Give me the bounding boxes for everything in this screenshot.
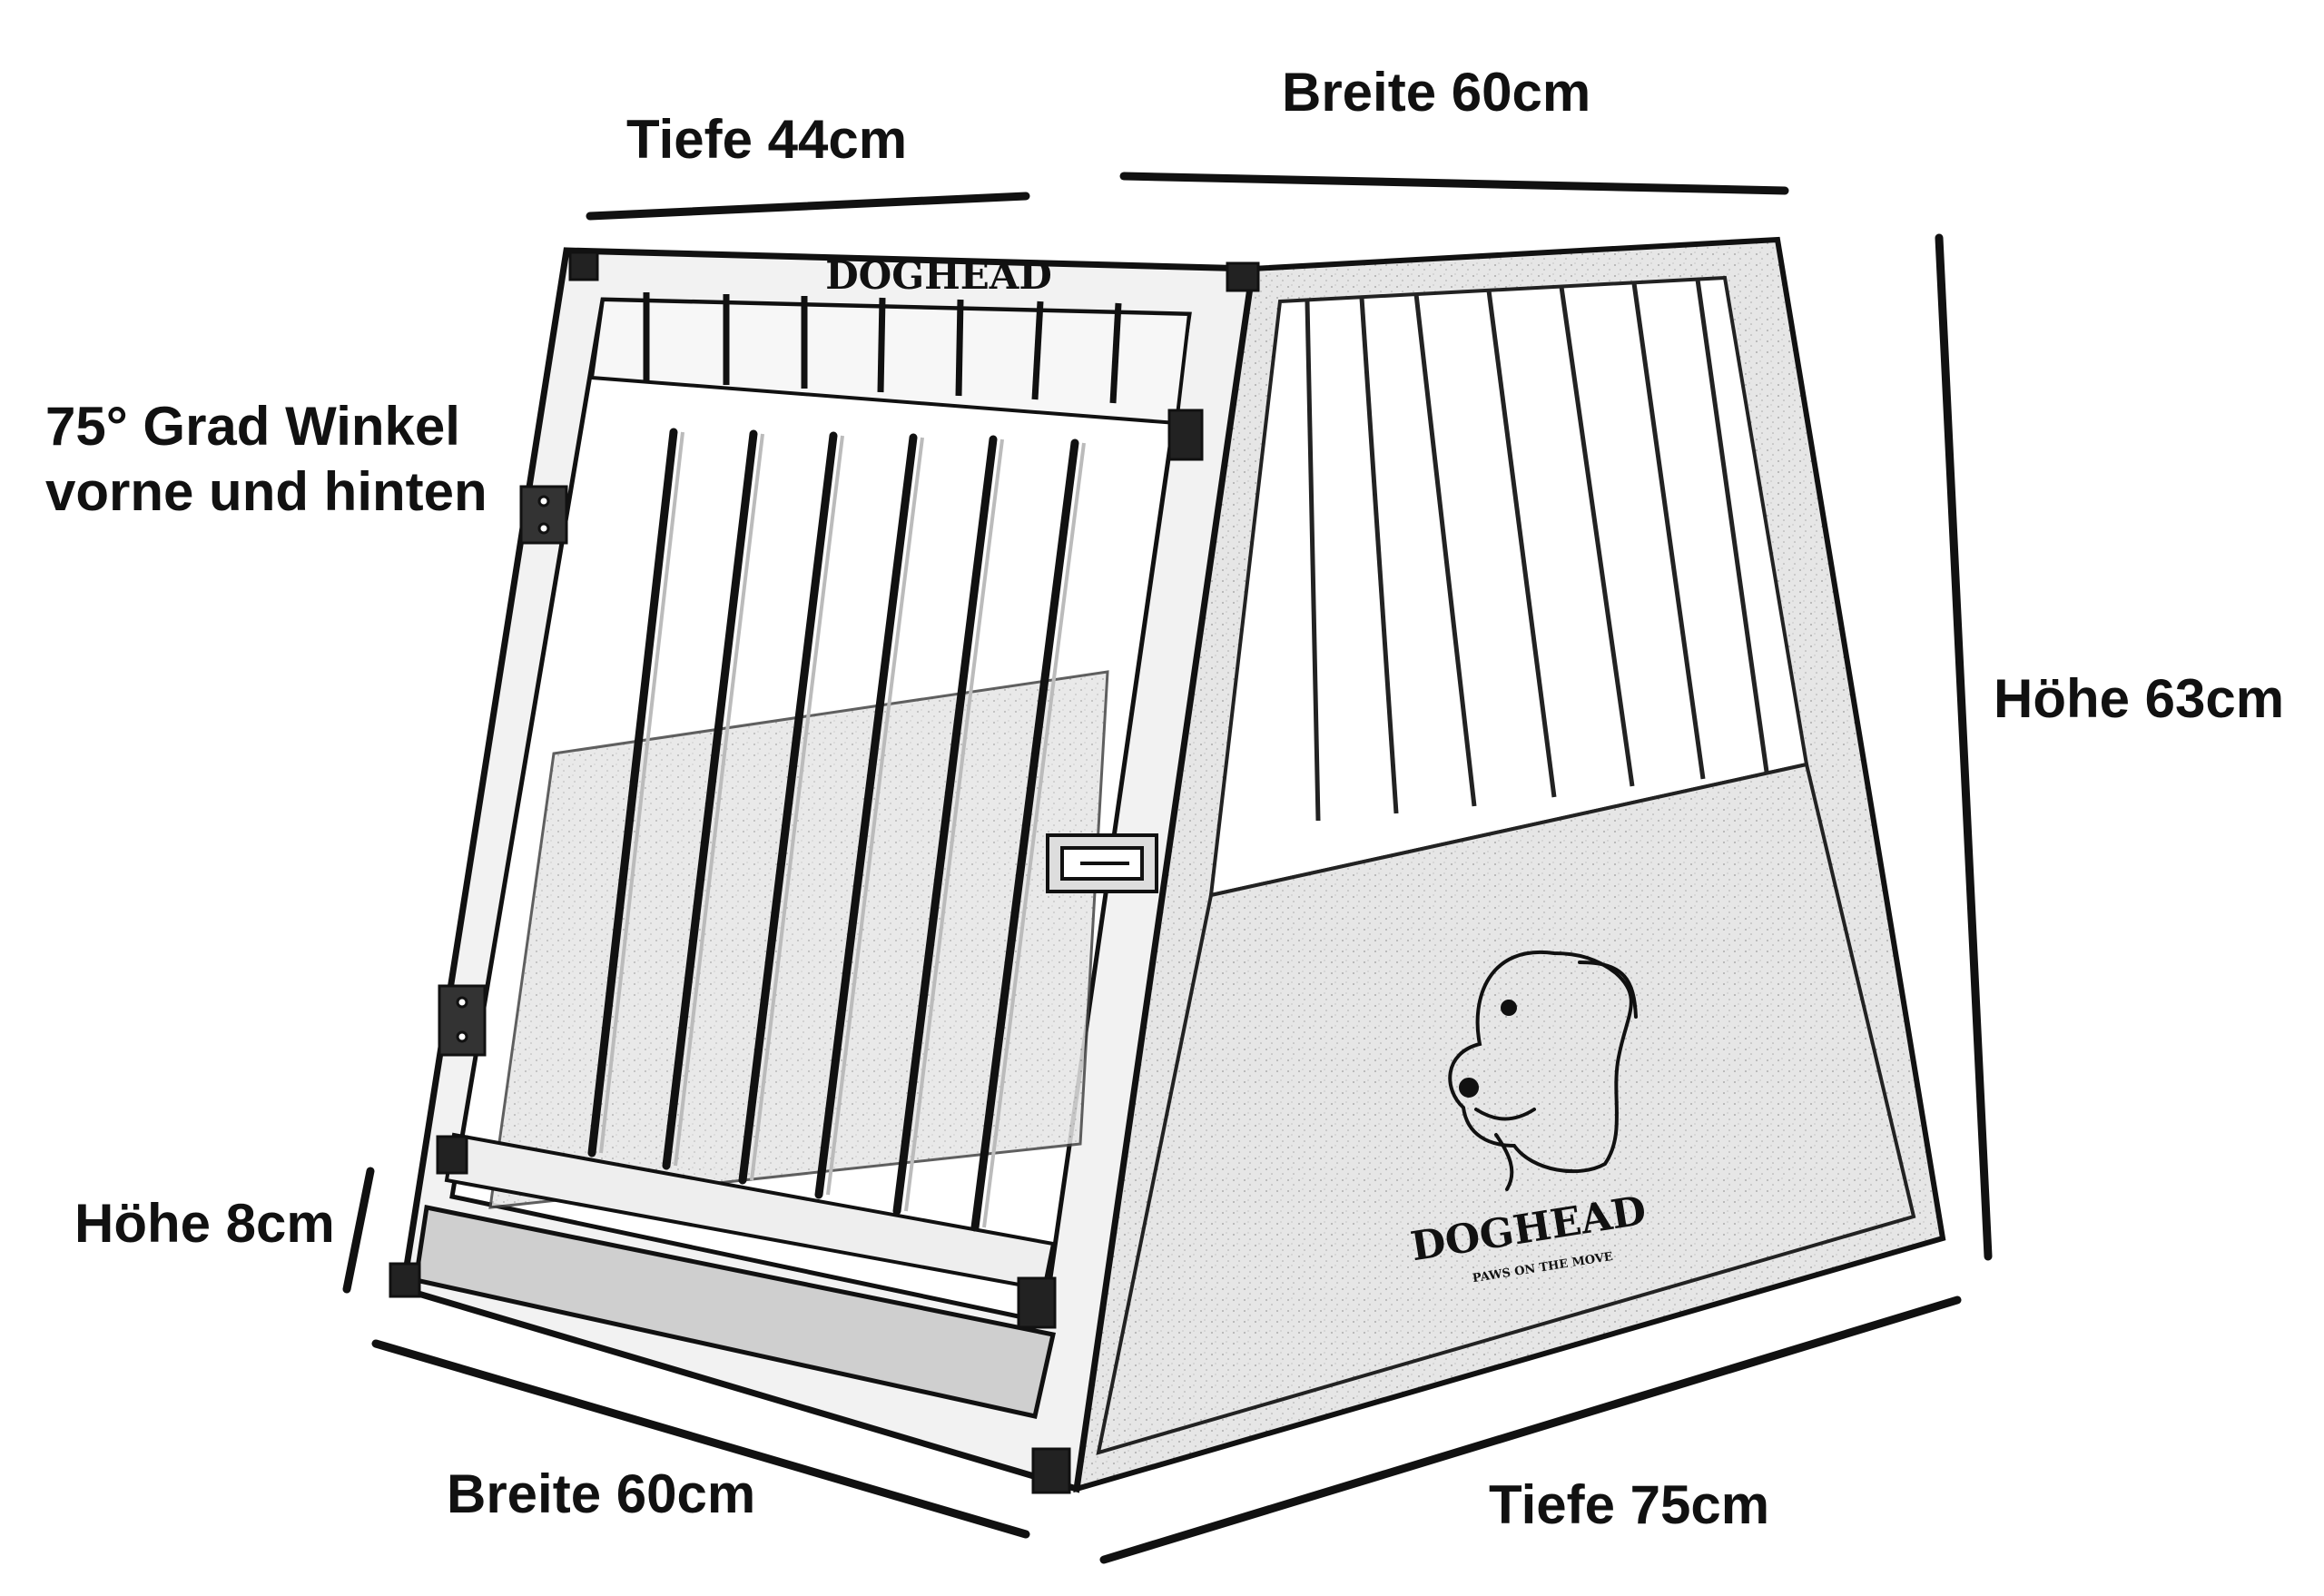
dim-line-width-bottom — [371, 1339, 1030, 1539]
hinge-icon — [519, 485, 568, 545]
latch-icon — [1046, 833, 1158, 893]
label-angle-line2: vorne und hinten — [45, 461, 487, 522]
hinge-icon — [438, 984, 487, 1057]
front-frame — [389, 247, 1260, 1494]
label-width-top: Breite 60cm — [1282, 62, 1591, 123]
label-height-total: Höhe 63cm — [1994, 668, 2285, 729]
dim-line-height-total — [1935, 233, 1993, 1261]
side-panel — [1073, 236, 1946, 1493]
label-width-bottom: Breite 60cm — [447, 1463, 756, 1524]
dog-head-icon — [1448, 950, 1638, 1191]
dim-line-depth-bottom — [1099, 1296, 1962, 1564]
dimension-lines — [342, 172, 1993, 1564]
brand-top: DOGHEAD — [825, 253, 1052, 298]
dim-line-depth-top — [586, 192, 1030, 221]
dim-line-width-top — [1119, 172, 1789, 195]
dim-line-height-floor — [342, 1167, 375, 1294]
label-angle-line1: 75° Grad Winkel — [45, 396, 460, 457]
label-angle: 75° Grad Winkel vorne und hinten — [45, 394, 487, 525]
label-depth-top: Tiefe 44cm — [626, 109, 908, 170]
label-height-floor: Höhe 8cm — [74, 1193, 335, 1254]
label-depth-bottom: Tiefe 75cm — [1489, 1474, 1770, 1535]
